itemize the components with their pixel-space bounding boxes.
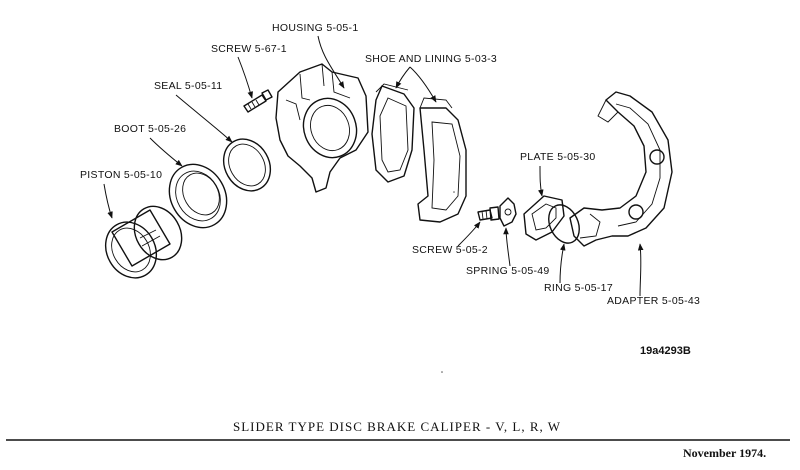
top-screw-part — [243, 89, 273, 113]
housing-part — [275, 63, 369, 193]
boot-part — [168, 163, 228, 229]
spring-label: SPRING 5-05-49 — [466, 265, 550, 277]
ring-part — [548, 204, 580, 244]
leader-lines — [103, 35, 644, 297]
figure-number: 19a4293B — [640, 345, 691, 357]
ring-label: RING 5-05-17 — [544, 282, 613, 294]
spring-part — [499, 197, 517, 227]
top-screw-label: SCREW 5-67-1 — [211, 43, 287, 55]
adapter-label: ADAPTER 5-05-43 — [607, 295, 700, 307]
boot-label: BOOT 5-05-26 — [114, 123, 186, 135]
bottom-screw-part — [477, 206, 500, 221]
bottom-screw-label: SCREW 5-05-2 — [412, 244, 488, 256]
inner-shoe-part — [371, 83, 415, 183]
footer-date: November 1974. — [683, 446, 766, 460]
outer-shoe-part — [417, 97, 467, 223]
stray-dot — [441, 371, 443, 373]
shoe-lining-label: SHOE AND LINING 5-03-3 — [365, 53, 497, 65]
plate-label: PLATE 5-05-30 — [520, 151, 596, 163]
piston-label: PISTON 5-05-10 — [80, 169, 162, 181]
piston-part — [104, 205, 183, 279]
caption-title: SLIDER TYPE DISC BRAKE CALIPER - V, L, R… — [233, 419, 561, 434]
seal-part — [222, 138, 272, 192]
seal-label: SEAL 5-05-11 — [154, 80, 222, 92]
stray-dot — [453, 191, 455, 193]
plate-part — [523, 195, 565, 241]
adapter-part — [569, 91, 673, 247]
housing-label: HOUSING 5-05-1 — [272, 22, 358, 34]
